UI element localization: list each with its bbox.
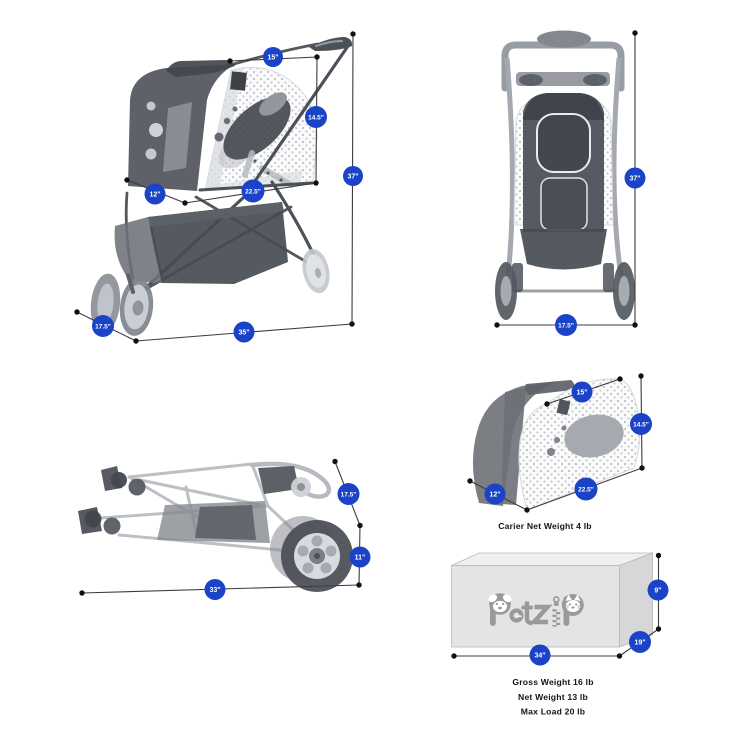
svg-text:Gross Weight 16 lb: Gross Weight 16 lb [512, 677, 593, 687]
svg-text:22.5": 22.5" [245, 189, 261, 196]
svg-text:17.5": 17.5" [95, 324, 111, 331]
svg-text:34": 34" [534, 653, 545, 660]
svg-text:37": 37" [629, 176, 640, 183]
svg-text:15": 15" [576, 390, 587, 397]
svg-text:17.5": 17.5" [558, 323, 574, 330]
svg-text:11": 11" [355, 555, 366, 562]
svg-text:15": 15" [267, 55, 278, 62]
svg-text:14.5": 14.5" [308, 115, 324, 122]
svg-text:14.5": 14.5" [633, 422, 649, 429]
svg-text:33": 33" [209, 587, 220, 594]
svg-text:37": 37" [347, 174, 358, 181]
svg-text:Max Load 20 lb: Max Load 20 lb [521, 707, 585, 717]
svg-text:9": 9" [654, 588, 661, 595]
svg-text:19": 19" [634, 640, 645, 647]
svg-text:12": 12" [489, 492, 500, 499]
svg-text:22.5": 22.5" [578, 487, 594, 494]
svg-text:Net Weight 13 lb: Net Weight 13 lb [518, 692, 588, 702]
svg-text:12": 12" [149, 192, 160, 199]
svg-text:Carier Net Weight 4 lb: Carier Net Weight 4 lb [498, 521, 592, 531]
svg-text:17.5": 17.5" [341, 492, 357, 499]
svg-text:35": 35" [238, 330, 249, 337]
